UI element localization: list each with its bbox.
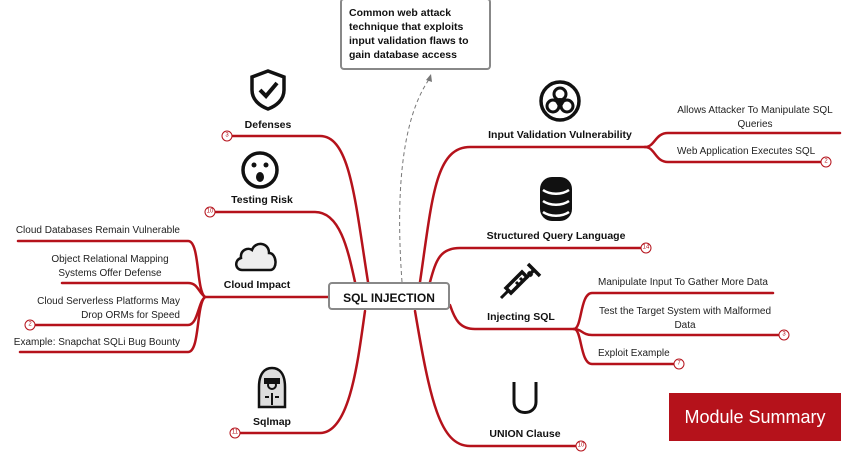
sub-line-iv-2 [643, 145, 824, 164]
database-icon [540, 177, 572, 221]
module-summary-button[interactable]: Module Summary [669, 393, 841, 441]
badge-defenses[interactable]: 3 [221, 130, 233, 142]
branch-line-sql-language [428, 246, 644, 284]
badge-inj-child-2[interactable]: 3 [778, 329, 790, 341]
callout-note: Common web attack technique that exploit… [340, 0, 491, 70]
shield-check-icon [250, 69, 286, 111]
syringe-icon [499, 262, 542, 300]
branch-label-cloud-impact[interactable]: Cloud Impact [223, 279, 291, 291]
cloud-icon [235, 242, 277, 272]
badge-testing-risk[interactable]: 10 [204, 206, 216, 218]
branch-label-testing-risk[interactable]: Testing Risk [231, 194, 293, 206]
badge-sql-language[interactable]: 14 [640, 242, 652, 254]
sub-line-inj-1 [572, 291, 775, 331]
iv-child-1[interactable]: Allows Attacker To Manipulate SQL Querie… [677, 105, 833, 130]
inj-child-3[interactable]: Exploit Example [598, 348, 670, 359]
branch-label-injecting-sql[interactable]: Injecting SQL [487, 311, 555, 323]
central-topic[interactable]: SQL INJECTION [328, 282, 450, 310]
cloud-child-2[interactable]: Object Relational Mapping Systems Offer … [51, 254, 169, 279]
iv-child-2[interactable]: Web Application Executes SQL [677, 146, 816, 157]
sub-line-inj-3 [572, 327, 676, 366]
biohazard-icon [539, 80, 581, 122]
cloud-child-1[interactable]: Cloud Databases Remain Vulnerable [15, 225, 180, 236]
branch-label-defenses[interactable]: Defenses [244, 119, 292, 131]
branch-label-union[interactable]: UNION Clause [489, 428, 561, 440]
badge-inj-child-3[interactable]: 7 [673, 358, 685, 370]
branch-label-sql-language[interactable]: Structured Query Language [486, 230, 626, 242]
hooded-hacker-icon [257, 366, 287, 409]
sub-line-iv-1 [643, 131, 842, 149]
badge-cloud-child[interactable]: 2 [24, 319, 36, 331]
inj-child-2[interactable]: Test the Target System with Malformed Da… [598, 306, 772, 331]
cloud-child-3[interactable]: Cloud Serverless Platforms May Drop ORMs… [37, 296, 180, 321]
union-symbol-icon [512, 382, 538, 414]
branch-label-sqlmap[interactable]: Sqlmap [253, 416, 291, 428]
inj-child-1[interactable]: Manipulate Input To Gather More Data [598, 277, 768, 288]
cloud-child-4[interactable]: Example: Snapchat SQLi Bug Bounty [13, 337, 180, 348]
sub-line-cloud-2 [60, 281, 207, 299]
branch-line-injecting-sql [448, 303, 576, 331]
sub-line-cloud-4 [18, 295, 207, 354]
branch-line-testing-risk [212, 210, 357, 284]
badge-union[interactable]: 10 [575, 440, 587, 452]
branch-label-input-validation[interactable]: Input Validation Vulnerability [488, 129, 632, 141]
badge-sqlmap[interactable]: 11 [229, 427, 241, 439]
branch-line-union [413, 309, 580, 448]
callout-arrow [399, 77, 431, 283]
branch-line-defenses [228, 134, 370, 284]
branch-line-sqlmap [238, 309, 367, 435]
surprised-face-icon [241, 151, 279, 189]
branch-line-input-validation [418, 145, 647, 284]
badge-iv-child[interactable]: 2 [820, 156, 832, 168]
